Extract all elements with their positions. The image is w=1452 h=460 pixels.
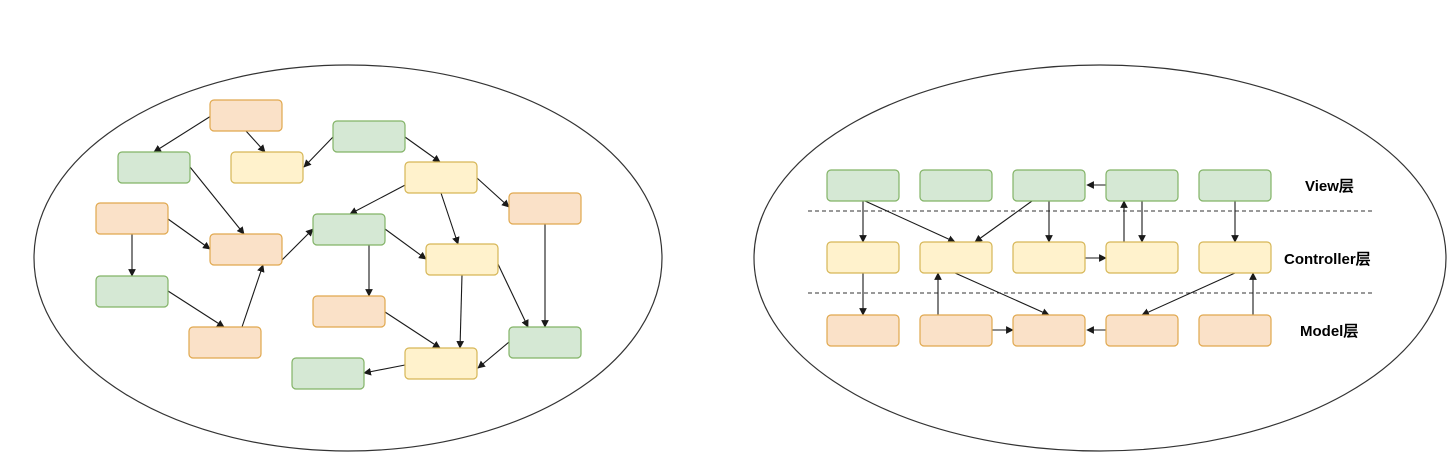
right-box-11	[826, 314, 900, 347]
right-edges	[859, 181, 1257, 334]
right-box-3	[1012, 169, 1086, 202]
model-layer-label: Model层	[1300, 323, 1358, 340]
left-arrow-20	[477, 341, 510, 369]
right-arrow-12	[1141, 272, 1236, 316]
left-nodes	[95, 99, 582, 390]
right-box-2	[919, 169, 993, 202]
left-arrow-18	[496, 261, 529, 328]
right-box-10	[1198, 241, 1272, 274]
right-box-9	[1105, 241, 1179, 274]
left-arrow-19	[384, 311, 441, 349]
right-box-6	[826, 241, 900, 274]
left-arrow-3	[303, 136, 334, 168]
left-arrow-17	[456, 274, 465, 349]
left-box-12	[188, 326, 262, 359]
left-arrow-4	[404, 136, 441, 163]
left-arrow-9	[241, 264, 265, 328]
left-box-7	[95, 202, 169, 235]
left-arrow-5	[189, 166, 245, 235]
left-arrow-12	[440, 192, 460, 245]
left-box-2	[117, 151, 191, 184]
left-boundary-ellipse	[33, 64, 663, 452]
left-box-4	[332, 120, 406, 153]
tangled-architecture	[33, 64, 663, 452]
right-box-8	[1012, 241, 1086, 274]
left-box-9	[312, 213, 386, 246]
left-edges	[128, 115, 549, 376]
left-arrow-2	[245, 130, 266, 153]
controller-layer-label: Controller层	[1284, 251, 1371, 268]
right-boundary-ellipse	[753, 64, 1447, 452]
right-box-4	[1105, 169, 1179, 202]
left-box-16	[291, 357, 365, 390]
left-arrow-21	[363, 364, 406, 376]
left-box-13	[312, 295, 386, 328]
left-arrow-1	[153, 115, 212, 153]
view-layer-label: View层	[1305, 178, 1354, 195]
right-arrow-2	[864, 200, 956, 243]
left-box-10	[425, 243, 499, 276]
left-box-11	[95, 275, 169, 308]
left-box-5	[404, 161, 478, 194]
right-box-5	[1198, 169, 1272, 202]
right-box-14	[1105, 314, 1179, 347]
right-arrow-11	[954, 272, 1050, 316]
left-arrow-6	[167, 218, 211, 250]
left-arrow-11	[349, 182, 410, 215]
right-arrow-3	[974, 200, 1033, 243]
right-box-1	[826, 169, 900, 202]
layered-architecture: View层 Controller层 Model层	[753, 64, 1447, 452]
left-box-6	[508, 192, 582, 225]
right-nodes	[826, 169, 1272, 347]
left-box-8	[209, 233, 283, 266]
right-box-7	[919, 241, 993, 274]
left-arrow-13	[476, 177, 510, 208]
left-box-14	[508, 326, 582, 359]
left-box-15	[404, 347, 478, 380]
left-box-3	[230, 151, 304, 184]
left-arrow-10	[281, 228, 314, 261]
right-box-12	[919, 314, 993, 347]
right-box-13	[1012, 314, 1086, 347]
left-box-1	[209, 99, 283, 132]
left-arrow-15	[384, 228, 427, 260]
left-arrow-8	[167, 290, 225, 328]
right-box-15	[1198, 314, 1272, 347]
